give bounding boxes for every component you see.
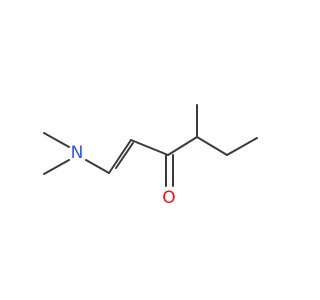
bond-c1-c2-double [115,142,134,169]
oxygen-atom-label: O [162,188,175,208]
bond-c3-c4 [167,136,198,156]
bond-n-methyl-lower [43,159,70,175]
nitrogen-atom-label: N [71,143,84,163]
bond-c1-c2 [108,139,132,174]
background [0,0,300,300]
bond-c5-c6 [226,137,258,156]
molecule-structure: N O [0,0,300,300]
bond-c4-c5 [196,136,228,156]
bond-n-c1 [85,159,110,174]
bond-n-methyl-upper [43,132,70,148]
bond-c2-c3 [130,139,169,156]
